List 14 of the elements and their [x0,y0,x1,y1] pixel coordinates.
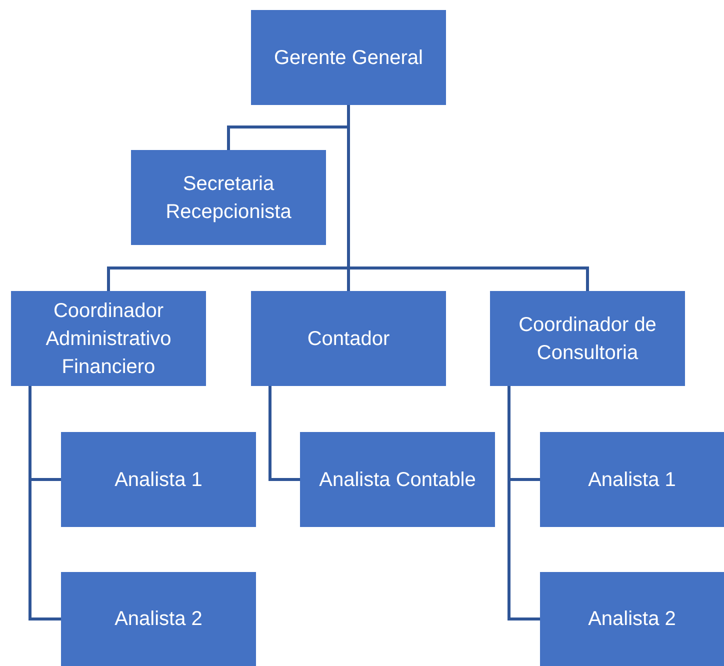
connector-line [347,105,589,291]
org-box: Analista 1 [61,432,256,527]
org-box: Contador [251,291,446,386]
org-box: Gerente General [251,10,446,105]
org-box: Analista 2 [61,572,256,666]
org-box: Analista Contable [300,432,495,527]
org-box: Analista 2 [540,572,724,666]
org-box: Secretaria Recepcionista [131,150,326,245]
org-box: Coordinador Administrativo Financiero [11,291,206,386]
connector-line [268,386,300,481]
connector-line [508,386,540,620]
org-box: Coordinador de Consultoria [490,291,685,386]
connector-line [28,386,61,620]
org-box: Analista 1 [540,432,724,527]
